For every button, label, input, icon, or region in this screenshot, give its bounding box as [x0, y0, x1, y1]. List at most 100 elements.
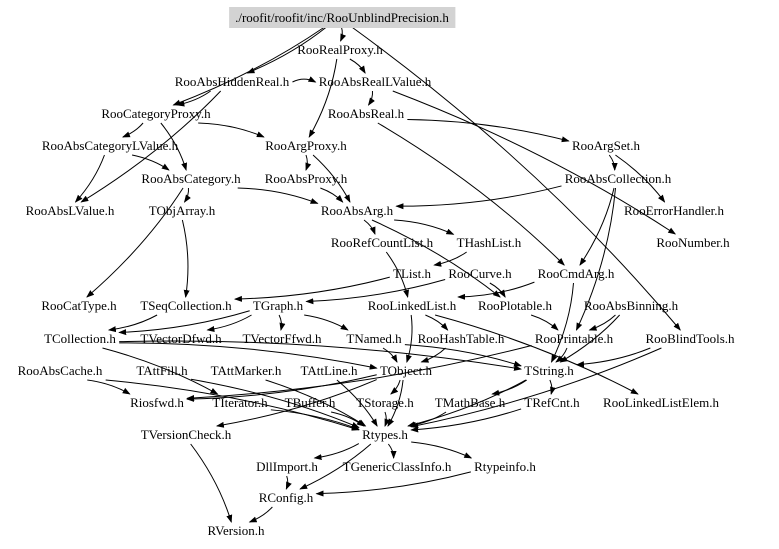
node-rooargset[interactable]: RooArgSet.h — [572, 138, 641, 153]
node-label: TSeqCollection.h — [140, 298, 232, 313]
node-label: RooBlindTools.h — [645, 331, 735, 346]
edge-rooabscache-to-rtypes — [105, 379, 360, 431]
edge-rtypes-to-rtypeinfo — [411, 441, 473, 459]
node-tattmarker[interactable]: TAttMarker.h — [211, 363, 282, 378]
node-rooplotable[interactable]: RooPlotable.h — [478, 298, 553, 313]
node-rooabsproxy[interactable]: RooAbsProxy.h — [265, 171, 348, 186]
node-tstring[interactable]: TString.h — [524, 363, 574, 378]
node-tobjarray[interactable]: TObjArray.h — [149, 203, 216, 218]
root-node[interactable]: ./roofit/roofit/inc/RooUnblindPrecision.… — [229, 7, 456, 28]
node-label: RooHashTable.h — [418, 331, 505, 346]
node-tmathbase[interactable]: TMathBase.h — [435, 395, 506, 410]
node-roocattype[interactable]: RooCatType.h — [41, 298, 117, 313]
node-roocurve[interactable]: RooCurve.h — [448, 266, 512, 281]
node-rooprintable[interactable]: RooPrintable.h — [535, 331, 614, 346]
node-label: RooCategoryProxy.h — [101, 106, 211, 121]
node-rooabsreallvalue[interactable]: RooAbsRealLValue.h — [319, 74, 432, 89]
node-tgenericclassinfo[interactable]: TGenericClassInfo.h — [343, 459, 452, 474]
node-rooerrorhandler[interactable]: RooErrorHandler.h — [624, 203, 725, 218]
node-titerator[interactable]: TIterator.h — [212, 395, 268, 410]
node-label: RooAbsArg.h — [321, 203, 394, 218]
node-roolinkedlist[interactable]: RooLinkedList.h — [368, 298, 457, 313]
node-label: RooAbsCategory.h — [141, 171, 241, 186]
node-rooabscollection[interactable]: RooAbsCollection.h — [565, 171, 672, 186]
node-dllimport[interactable]: DllImport.h — [256, 459, 318, 474]
edge-roolinkedlist-to-roolinkedlistelem — [434, 314, 639, 395]
edge-rooblindtools-to-tstring — [575, 347, 651, 368]
edge-rooargproxy-to-rooabsarg — [312, 154, 351, 203]
edge-rooabscategorylvalue-to-rooabscategory — [131, 154, 170, 171]
node-roohashtable[interactable]: RooHashTable.h — [418, 331, 505, 346]
edge-tbuffer-to-rtypes — [330, 411, 365, 427]
node-roorefcountlist[interactable]: RooRefCountList.h — [331, 235, 434, 250]
node-rooabscache[interactable]: RooAbsCache.h — [18, 363, 103, 378]
edge-tstring-to-tmathbase — [491, 379, 528, 396]
edge-rtypes-to-dllimport — [313, 443, 360, 461]
node-tlist[interactable]: TList.h — [393, 266, 431, 281]
node-rooblindtools[interactable]: RooBlindTools.h — [645, 331, 735, 346]
edge-tnamed-to-tstring — [404, 344, 522, 367]
edge-tobjarray-to-tseqcollection — [181, 219, 190, 298]
node-tattfill[interactable]: TAttFill.h — [136, 363, 188, 378]
node-tobject[interactable]: TObject.h — [380, 363, 433, 378]
node-tgraph[interactable]: TGraph.h — [253, 298, 304, 313]
node-label: RooAbsHiddenReal.h — [175, 74, 290, 89]
node-tversioncheck[interactable]: TVersionCheck.h — [141, 427, 232, 442]
node-tseqcollection[interactable]: TSeqCollection.h — [140, 298, 232, 313]
node-trefcnt[interactable]: TRefCnt.h — [524, 395, 580, 410]
node-label: TIterator.h — [212, 395, 268, 410]
node-label: RooAbsLValue.h — [26, 203, 115, 218]
node-tstorage[interactable]: TStorage.h — [356, 395, 414, 410]
node-label: TGenericClassInfo.h — [343, 459, 452, 474]
node-roolinkedlistelem[interactable]: RooLinkedListElem.h — [603, 395, 719, 410]
node-rooabscategorylvalue[interactable]: RooAbsCategoryLValue.h — [42, 138, 179, 153]
node-tvectordfwd[interactable]: TVectorDfwd.h — [140, 331, 222, 346]
edge-rooargset-to-rooabscollection — [608, 154, 618, 171]
node-roorealproxy[interactable]: RooRealProxy.h — [297, 42, 383, 57]
node-roocategoryproxy[interactable]: RooCategoryProxy.h — [101, 106, 211, 121]
node-label: TNamed.h — [346, 331, 402, 346]
node-rooabscategory[interactable]: RooAbsCategory.h — [141, 171, 241, 186]
edge-rooabsreal-to-rooargset — [407, 119, 570, 143]
node-tvectorffwd[interactable]: TVectorFfwd.h — [242, 331, 322, 346]
node-rversion[interactable]: RVersion.h — [207, 523, 265, 538]
node-label: TAttFill.h — [136, 363, 188, 378]
node-rooabsbinning[interactable]: RooAbsBinning.h — [584, 298, 679, 313]
edge-rooabsbinning-to-rooprintable — [588, 314, 616, 331]
edge-rooprintable-to-riosfwd — [186, 345, 532, 401]
node-roocmdarg[interactable]: RooCmdArg.h — [538, 266, 615, 281]
node-label: RooArgSet.h — [572, 138, 641, 153]
node-tattline[interactable]: TAttLine.h — [300, 363, 358, 378]
node-rooabsreal[interactable]: RooAbsReal.h — [328, 106, 405, 121]
edge-rooabscollection-to-rooprintable — [576, 187, 617, 331]
node-label: RooRealProxy.h — [297, 42, 383, 57]
node-rconfig[interactable]: RConfig.h — [259, 490, 314, 505]
edge-rooprintable-to-tstring — [555, 347, 568, 363]
node-rooabslvalue[interactable]: RooAbsLValue.h — [26, 203, 115, 218]
node-rooabshiddenreal[interactable]: RooAbsHiddenReal.h — [175, 74, 290, 89]
node-rtypes[interactable]: Rtypes.h — [362, 427, 408, 442]
edge-tseqcollection-to-tcollection — [107, 314, 158, 333]
edge-root-to-roocategoryproxy — [172, 26, 325, 106]
node-rooargproxy[interactable]: RooArgProxy.h — [265, 138, 347, 153]
edge-tgraph-to-tnamed — [304, 314, 349, 331]
node-rooabsarg[interactable]: RooAbsArg.h — [321, 203, 394, 218]
node-label: RooLinkedList.h — [368, 298, 457, 313]
edge-rooabscollection-to-rooabsarg — [395, 185, 562, 210]
node-riosfwd[interactable]: Riosfwd.h — [130, 395, 184, 410]
node-label: RooAbsBinning.h — [584, 298, 679, 313]
edge-rconfig-to-rversion — [248, 506, 273, 523]
node-roonumber[interactable]: RooNumber.h — [656, 235, 730, 250]
node-tcollection[interactable]: TCollection.h — [44, 331, 116, 346]
node-label: RConfig.h — [259, 490, 314, 505]
node-rtypeinfo[interactable]: Rtypeinfo.h — [474, 459, 536, 474]
edge-root-to-rooabshiddenreal — [246, 26, 327, 74]
edge-rtypes-to-rconfig — [299, 443, 372, 490]
node-tnamed[interactable]: TNamed.h — [346, 331, 402, 346]
edge-roorealproxy-to-rooabsreallvalue — [349, 58, 366, 74]
edge-root-to-roorealproxy — [340, 26, 347, 42]
node-tbuffer[interactable]: TBuffer.h — [285, 395, 336, 410]
edge-rooargset-to-rooerrorhandler — [615, 154, 666, 203]
node-thashlist[interactable]: THashList.h — [457, 235, 522, 250]
edge-titerator-to-rtypes — [270, 409, 360, 430]
